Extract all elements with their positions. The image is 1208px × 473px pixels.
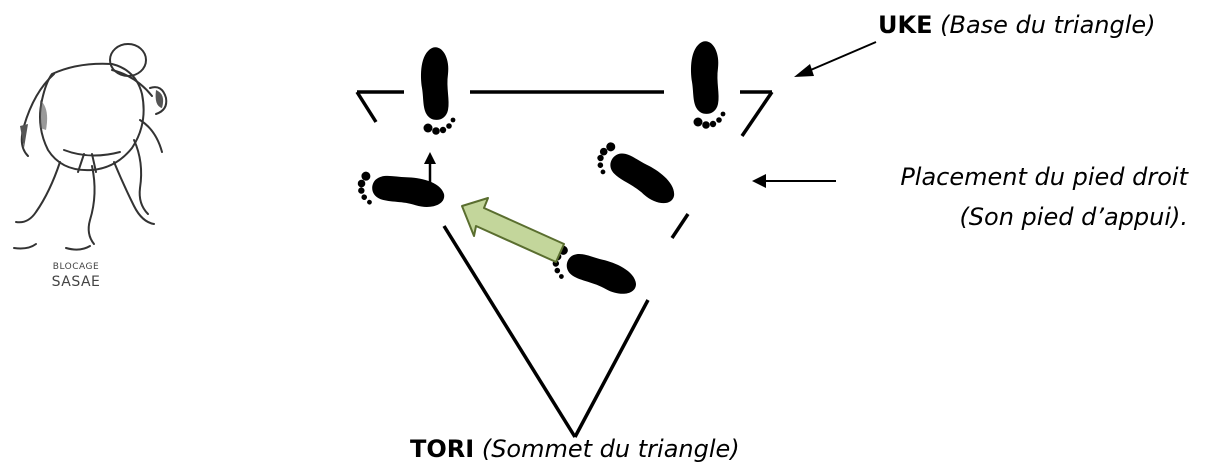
footprint-icon [354, 168, 447, 218]
uke-description: (Base du triangle) [940, 11, 1156, 39]
placement-line-2: (Son pied d’appui). [959, 202, 1188, 231]
tori-label: TORI (Sommet du triangle) [410, 435, 740, 464]
triangle-lines [355, 90, 774, 438]
footprint-icon [589, 137, 681, 216]
caption-blocage: BLOCAGE [52, 262, 100, 272]
caption-sasae: SASAE [51, 274, 101, 290]
uke-label: UKE (Base du triangle) [878, 11, 1156, 40]
footprint-icon [421, 47, 456, 135]
footprints [354, 41, 726, 306]
triangle-right-edge-top [740, 91, 774, 137]
footprint-icon [691, 41, 726, 129]
illustration-caption: BLOCAGE SASAE [36, 262, 116, 290]
uke-pointer-arrow [794, 41, 877, 77]
small-up-arrow [424, 152, 436, 190]
triangle-left-edge [442, 225, 577, 438]
placement-pointer-arrow [752, 174, 836, 188]
tori-name: TORI [410, 435, 475, 463]
placement-label: Placement du pied droit (Son pied d’appu… [900, 163, 1188, 231]
placement-line-1: Placement du pied droit [900, 163, 1188, 191]
tori-description: (Sommet du triangle) [481, 435, 740, 463]
judo-throw-illustration [13, 43, 168, 251]
triangle-left-edge-top [355, 91, 378, 123]
triangle-right-edge [573, 299, 650, 438]
triangle-right-edge-mid [670, 213, 690, 239]
uke-name: UKE [878, 11, 933, 39]
green-move-arrow [461, 197, 565, 263]
